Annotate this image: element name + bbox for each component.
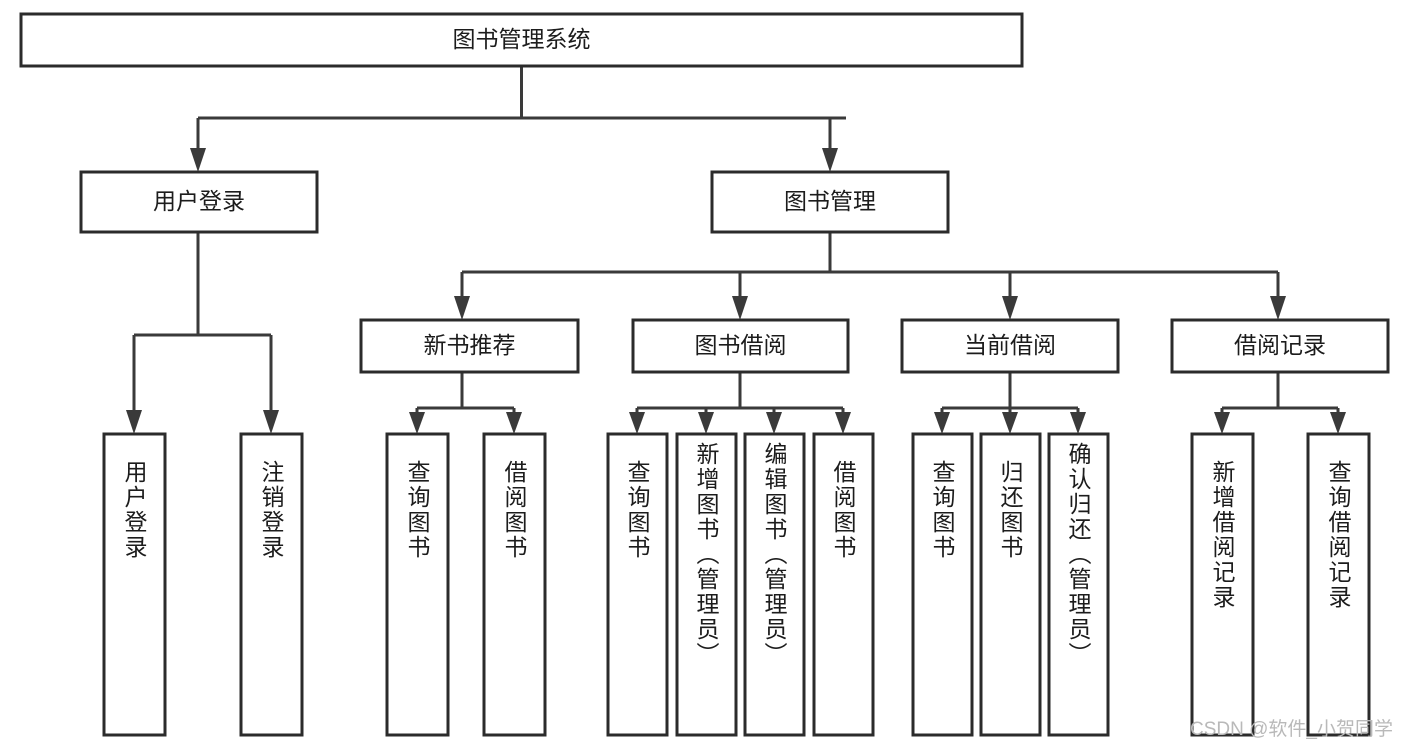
node-root[interactable]: 图书管理系统 [19,12,1024,68]
node-leaf-query-book-1[interactable]: 查询图书 [385,432,450,737]
node-root-box[interactable] [19,12,1024,68]
node-leaf-borrow-book-1-label: 借阅图书 [501,460,528,560]
node-leaf-borrow-book-1[interactable]: 借阅图书 [482,432,547,737]
arrow-leaf-edit-book [766,412,782,434]
node-leaf-logout-login-box[interactable] [239,432,304,737]
node-book-manage[interactable]: 图书管理 [710,170,950,234]
node-book-borrow[interactable]: 图书借阅 [631,318,850,374]
arrow-leaf-query-book-3 [934,412,950,434]
arrow-current-borrow [1002,296,1018,320]
connector-group-book-manage [454,232,1286,320]
node-leaf-add-record-label: 新增借阅记录 [1209,460,1236,610]
arrow-book-manage [822,148,838,172]
node-current-borrow-box[interactable] [900,318,1120,374]
node-leaf-query-record[interactable]: 查询借阅记录 [1306,432,1371,737]
node-borrow-record-label: 借阅记录 [1234,332,1326,358]
node-leaf-add-book-label: 新增图书（管理员） [693,442,720,667]
connector-group-root [190,66,846,172]
connector-group-current-borrow [934,372,1086,434]
node-leaf-query-book-2-label: 查询图书 [624,460,651,560]
arrow-leaf-query-record [1330,412,1346,434]
node-leaf-user-login-label: 用户登录 [121,460,148,560]
node-leaf-add-record[interactable]: 新增借阅记录 [1190,432,1255,737]
node-current-borrow[interactable]: 当前借阅 [900,318,1120,374]
node-leaf-confirm-return-label: 确认归还（管理员） [1065,442,1092,667]
node-current-borrow-label: 当前借阅 [964,332,1056,358]
node-user-login-label: 用户登录 [153,188,245,214]
arrow-leaf-logout-login [263,410,279,434]
node-new-book-recommend[interactable]: 新书推荐 [359,318,580,374]
node-leaf-query-book-3-box[interactable] [911,432,974,737]
node-book-manage-box[interactable] [710,170,950,234]
node-leaf-edit-book-label: 编辑图书（管理员） [761,442,788,667]
node-leaf-query-record-box[interactable] [1306,432,1371,737]
arrow-leaf-return-book [1002,412,1018,434]
node-leaf-query-book-3[interactable]: 查询图书 [911,432,974,737]
node-borrow-record-box[interactable] [1170,318,1390,374]
node-leaf-add-book[interactable]: 新增图书（管理员） [675,432,738,737]
node-leaf-query-book-2-box[interactable] [606,432,669,737]
node-user-login-box[interactable] [79,170,319,234]
arrow-user-login [190,148,206,172]
node-leaf-query-record-label: 查询借阅记录 [1325,460,1352,610]
node-leaf-logout-login[interactable]: 注销登录 [239,432,304,737]
node-leaf-confirm-return[interactable]: 确认归还（管理员） [1047,432,1110,737]
csdn-watermark: CSDN @软件_小贺同学 [1190,719,1393,740]
node-leaf-query-book-1-label: 查询图书 [404,460,431,560]
node-leaf-return-book-box[interactable] [979,432,1042,737]
arrow-leaf-borrow-book-1 [506,412,522,434]
arrow-leaf-confirm-return [1070,412,1086,434]
node-leaf-edit-book[interactable]: 编辑图书（管理员） [743,432,806,737]
node-leaf-borrow-book-1-box[interactable] [482,432,547,737]
connector-group-book-borrow [629,372,851,434]
node-leaf-return-book[interactable]: 归还图书 [979,432,1042,737]
node-leaf-user-login[interactable]: 用户登录 [102,432,167,737]
node-leaf-borrow-book-2[interactable]: 借阅图书 [812,432,875,737]
node-leaf-query-book-1-box[interactable] [385,432,450,737]
node-leaf-borrow-book-2-label: 借阅图书 [830,460,857,560]
node-leaf-edit-book-box[interactable] [743,432,806,737]
arrow-leaf-borrow-book-2 [835,412,851,434]
node-leaf-logout-login-label: 注销登录 [258,460,285,560]
node-leaf-query-book-2[interactable]: 查询图书 [606,432,669,737]
connector-group-new-book-recommend [409,372,522,434]
arrow-leaf-query-book-1 [409,412,425,434]
arrow-book-borrow [732,296,748,320]
arrow-borrow-record [1270,296,1286,320]
node-leaf-add-book-box[interactable] [675,432,738,737]
arrow-new-book-recommend [454,296,470,320]
node-borrow-record[interactable]: 借阅记录 [1170,318,1390,374]
arrow-leaf-add-record [1214,412,1230,434]
node-root-label: 图书管理系统 [453,26,591,52]
node-user-login[interactable]: 用户登录 [79,170,319,234]
arrow-leaf-add-book [698,412,714,434]
node-leaf-query-book-3-label: 查询图书 [929,460,956,560]
node-leaf-user-login-box[interactable] [102,432,167,737]
connector-group-borrow-record [1214,372,1346,434]
connector-group-user-login [126,232,279,434]
arrow-leaf-user-login [126,410,142,434]
arrow-leaf-query-book-2 [629,412,645,434]
node-new-book-recommend-label: 新书推荐 [424,332,516,358]
node-book-borrow-box[interactable] [631,318,850,374]
node-new-book-recommend-box[interactable] [359,318,580,374]
node-leaf-add-record-box[interactable] [1190,432,1255,737]
node-leaf-return-book-label: 归还图书 [997,460,1024,560]
node-leaf-confirm-return-box[interactable] [1047,432,1110,737]
node-leaf-borrow-book-2-box[interactable] [812,432,875,737]
node-book-manage-label: 图书管理 [784,188,876,214]
node-book-borrow-label: 图书借阅 [695,332,787,358]
